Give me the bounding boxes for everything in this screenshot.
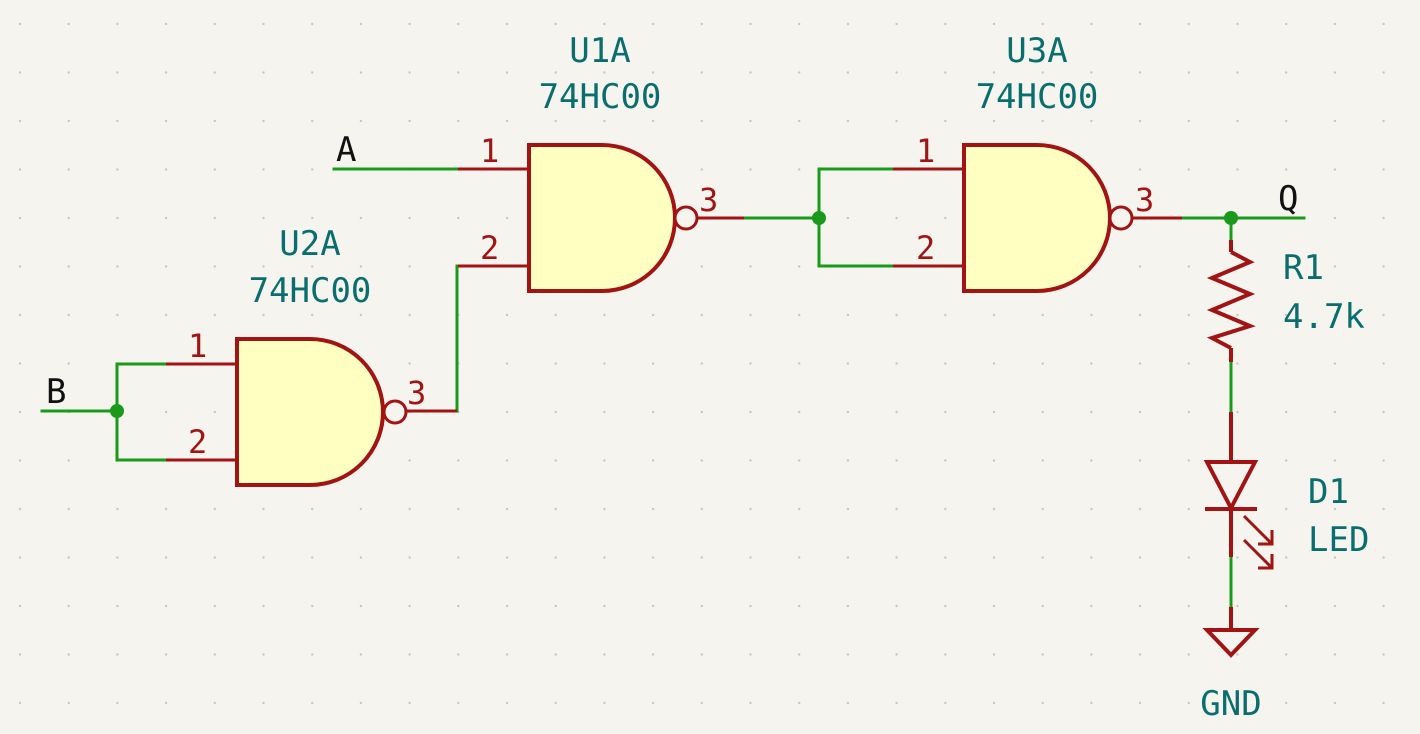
u1a-pin3-number: 3 [699,181,718,219]
wire-b-split[interactable] [115,362,168,462]
net-label-b: B [46,372,66,412]
u3a-nand-body [962,143,1112,293]
u2a-inversion-bubble [382,399,408,425]
u2a-pin3-number: 3 [407,374,426,412]
junction-b [110,404,124,418]
u1a-nand-body [527,143,677,293]
resistor-r1[interactable]: R1 4.7k [1206,240,1365,362]
d1-light-arrows-icon [1242,514,1274,570]
net-label-q: Q [1278,179,1298,219]
r1-value: 4.7k [1283,297,1365,337]
u3a-pin1-number: 1 [916,132,935,170]
led-d1[interactable]: D1 LED [1203,412,1369,570]
u1a-value: 74HC00 [539,77,662,117]
d1-reference: D1 [1308,472,1349,512]
u2a-reference: U2A [279,224,340,264]
gate-u3a[interactable]: 1 2 3 U3A 74HC00 [893,31,1182,293]
d1-triangle [1203,460,1259,513]
gate-u1a[interactable]: 1 2 3 U1A 74HC00 [458,31,744,293]
u3a-pin3-number: 3 [1135,181,1154,219]
power-gnd[interactable]: GND [1200,607,1262,724]
u2a-pin1-number: 1 [188,327,207,365]
gnd-symbol-icon [1202,628,1260,658]
u1a-inversion-bubble [673,205,699,231]
u3a-pin2-number: 2 [916,229,935,267]
u2a-value: 74HC00 [249,271,372,311]
u3a-reference: U3A [1006,31,1067,71]
r1-reference: R1 [1283,248,1324,288]
gnd-label: GND [1200,684,1261,724]
gate-u2a[interactable]: 1 2 3 U2A 74HC00 [166,224,457,487]
u1a-pin2-number: 2 [480,229,499,267]
u2a-nand-body [235,337,385,487]
u2a-pin2-number: 2 [188,423,207,461]
u1a-reference: U1A [569,31,630,71]
u1a-pin1-number: 1 [480,132,499,170]
r1-zigzag [1206,250,1256,350]
wire-u3a-inputs[interactable] [817,167,895,268]
net-label-a: A [336,130,356,170]
u3a-value: 74HC00 [976,77,1099,117]
d1-value: LED [1308,520,1369,560]
junction-u1a-out [812,211,826,225]
junction-q [1224,211,1238,225]
u3a-inversion-bubble [1108,205,1134,231]
